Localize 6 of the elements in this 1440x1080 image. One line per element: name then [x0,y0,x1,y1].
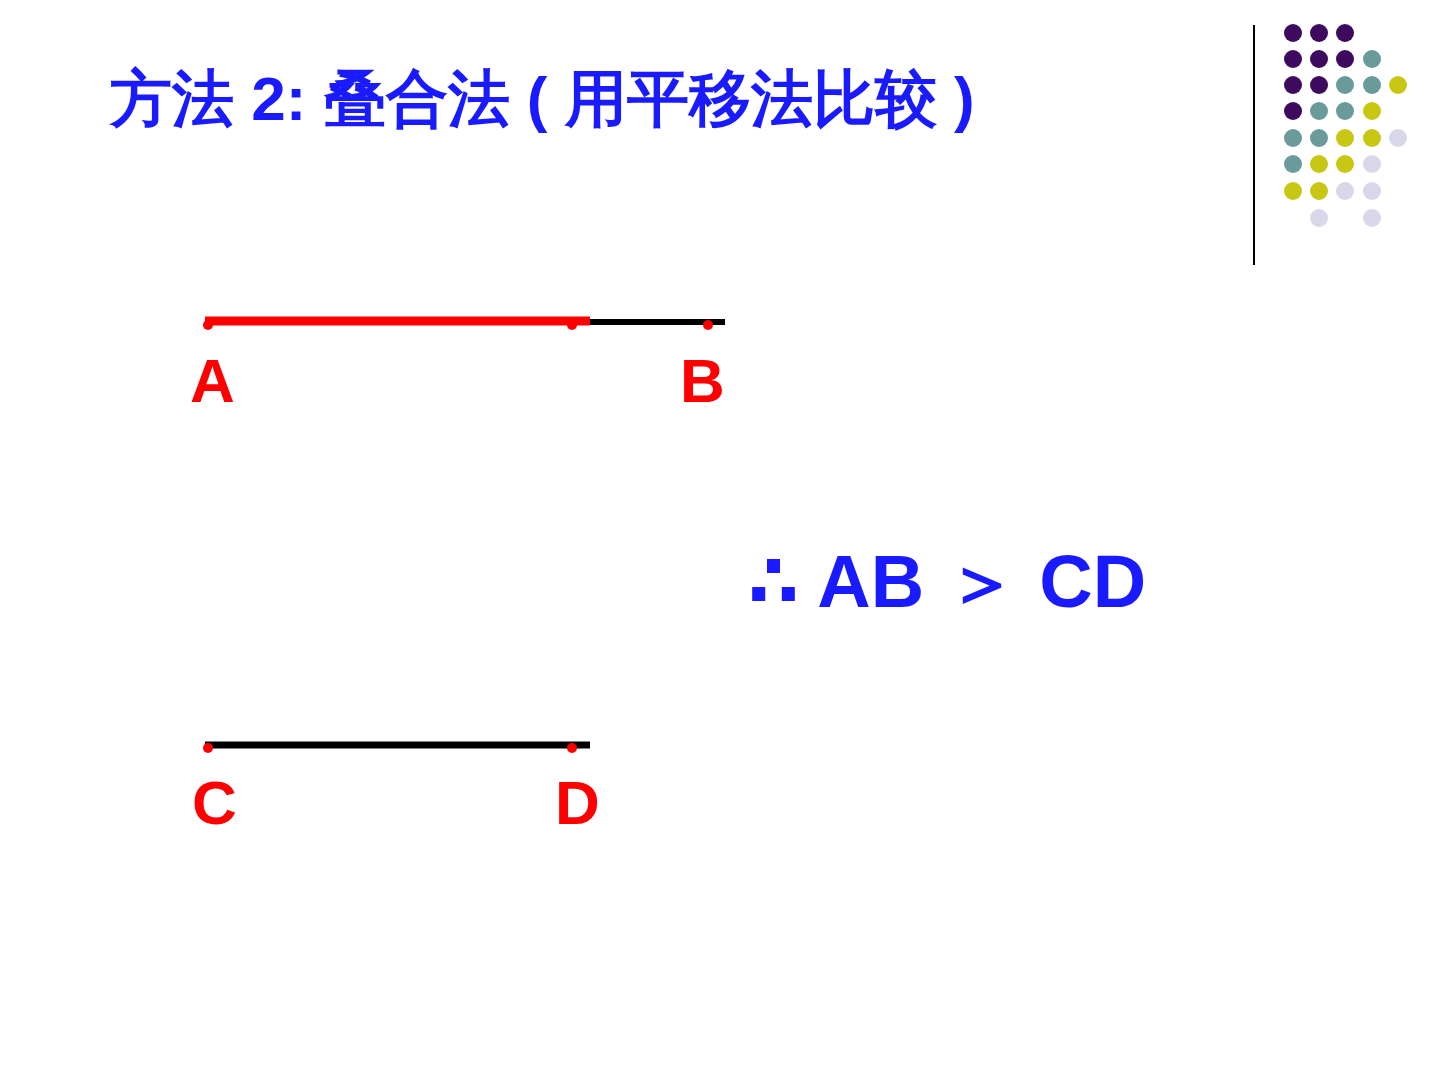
point-label: D [555,772,600,834]
point-label: A [190,350,235,412]
point-label: B [680,350,725,412]
title: 方法 2: 叠合法 ( 用平移法比较 ) [110,63,976,135]
point-label: C [192,772,237,834]
conclusion-text: ∴ AB ＞ CD [748,545,1147,619]
